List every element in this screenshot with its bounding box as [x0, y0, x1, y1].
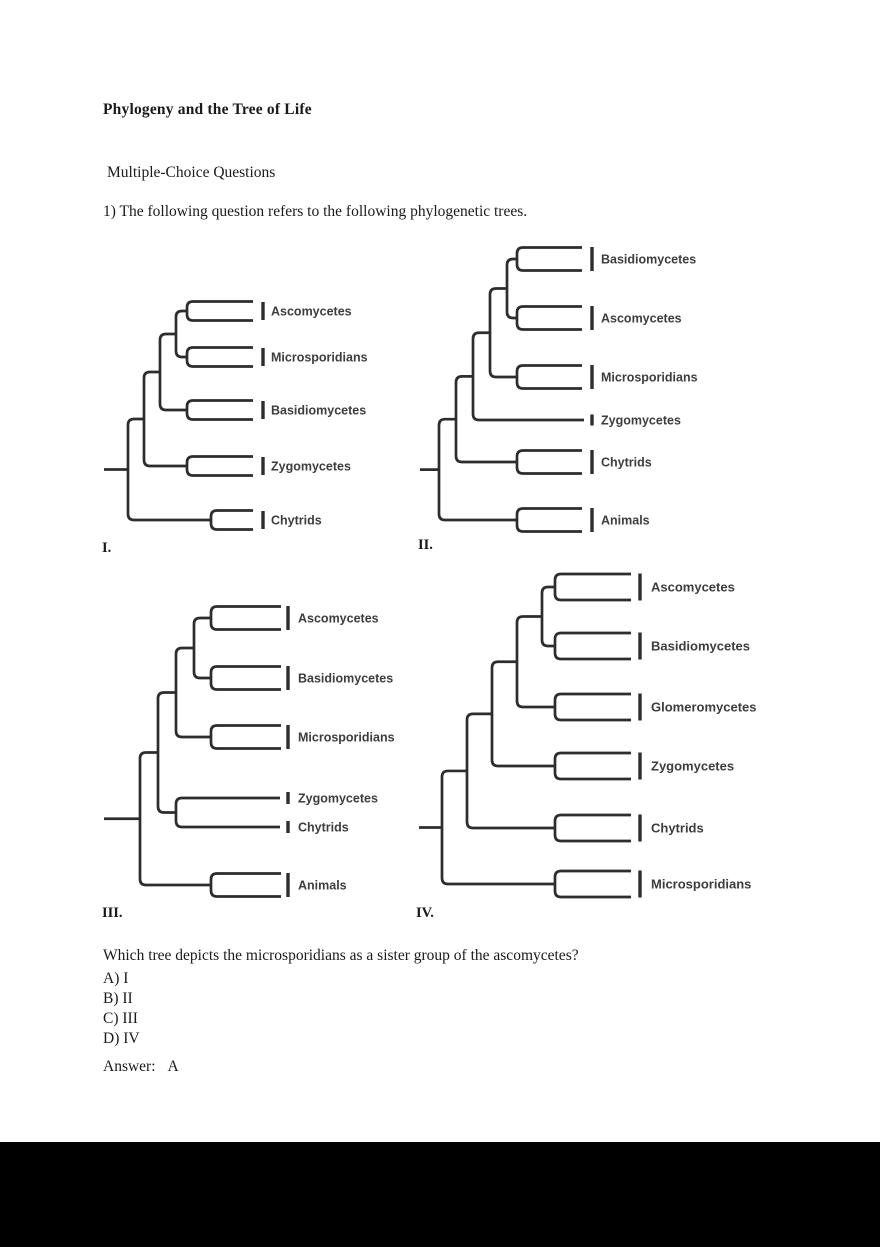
clade-connector: [490, 660, 555, 768]
taxon-bracket: [553, 692, 631, 722]
taxon-bracket: [553, 572, 631, 602]
phylogenetic-tree-3: AscomycetesBasidiomycetesMicrosporidians…: [104, 605, 395, 898]
answer-line: Answer: A: [103, 1058, 179, 1076]
taxon-bracket: [515, 507, 582, 533]
taxon-label: Ascomycetes: [601, 312, 682, 326]
taxon-label: Zygomycetes: [298, 792, 378, 806]
taxon-label: Ascomycetes: [298, 612, 379, 626]
taxon-label: Zygomycetes: [651, 759, 734, 774]
taxon-bracket: [185, 346, 253, 368]
taxon-bracket: [209, 872, 281, 898]
clade-connector: [158, 332, 187, 412]
taxon-label: Basidiomycetes: [298, 672, 393, 686]
tree-numeral-4: IV.: [416, 905, 434, 921]
taxon-label: Zygomycetes: [271, 460, 351, 474]
question-intro: 1) The following question refers to the …: [103, 203, 528, 220]
phylogenetic-tree-1: AscomycetesMicrosporidiansBasidiomycetes…: [104, 300, 368, 531]
clade-connector: [174, 796, 280, 829]
taxon-label: Basidiomycetes: [271, 404, 366, 418]
taxon-label: Microsporidians: [271, 351, 368, 365]
taxon-label: Chytrids: [601, 456, 652, 470]
clade-connector: [515, 615, 555, 709]
tree-numeral-1: I.: [102, 540, 112, 556]
taxon-label: Chytrids: [651, 821, 704, 836]
taxon-bracket: [515, 364, 582, 390]
taxon-label: Basidiomycetes: [651, 639, 750, 654]
phylogenetic-tree-4: AscomycetesBasidiomycetesGlomeromycetesZ…: [419, 572, 757, 899]
answer-value: A: [167, 1058, 179, 1075]
taxon-label: Zygomycetes: [601, 414, 681, 428]
taxon-bracket: [515, 305, 582, 331]
taxon-bracket: [553, 869, 631, 899]
phylogenetic-tree-2: BasidiomycetesAscomycetesMicrosporidians…: [420, 246, 698, 533]
taxon-bracket: [209, 605, 281, 631]
section-heading: Multiple-Choice Questions: [107, 164, 276, 181]
tree-numeral-2: II.: [418, 537, 433, 553]
taxon-label: Ascomycetes: [651, 580, 735, 595]
clade-connector: [437, 417, 517, 522]
taxon-bracket: [185, 300, 253, 322]
clade-connector: [540, 585, 555, 648]
taxon-bracket: [209, 509, 253, 531]
taxon-bracket: [553, 751, 631, 781]
tree-numeral-3: III.: [102, 905, 123, 921]
clade-connector: [126, 417, 211, 522]
taxon-bracket: [209, 665, 281, 691]
option-c: C) III: [103, 1010, 138, 1027]
taxon-label: Basidiomycetes: [601, 253, 696, 267]
taxon-bracket: [515, 246, 582, 272]
option-b: B) II: [103, 990, 133, 1007]
taxon-bracket: [209, 724, 281, 750]
taxon-bracket: [185, 399, 253, 421]
taxon-label: Microsporidians: [651, 877, 751, 892]
taxon-label: Chytrids: [271, 514, 322, 528]
document-title: Phylogeny and the Tree of Life: [103, 101, 312, 118]
taxon-bracket: [553, 813, 631, 843]
clade-connector: [142, 370, 187, 468]
option-d: D) IV: [103, 1030, 140, 1047]
question-text: Which tree depicts the microsporidians a…: [103, 947, 579, 964]
taxon-label: Ascomycetes: [271, 305, 352, 319]
clade-connector: [505, 257, 517, 320]
clade-connector: [174, 309, 187, 359]
clade-connector: [156, 691, 176, 814]
taxon-label: Animals: [298, 879, 347, 893]
taxon-label: Animals: [601, 514, 650, 528]
taxon-label: Microsporidians: [298, 731, 395, 745]
taxon-bracket: [515, 449, 582, 475]
clade-connector: [192, 616, 211, 680]
option-a: A) I: [103, 970, 129, 987]
taxon-label: Microsporidians: [601, 371, 698, 385]
page-bottom-bar: [0, 1142, 880, 1247]
taxon-bracket: [185, 455, 253, 477]
taxon-label: Chytrids: [298, 821, 349, 835]
answer-label: Answer:: [103, 1058, 156, 1075]
taxon-label: Glomeromycetes: [651, 700, 757, 715]
clade-connector: [488, 287, 517, 379]
taxon-bracket: [553, 631, 631, 661]
clade-connector: [465, 712, 555, 830]
